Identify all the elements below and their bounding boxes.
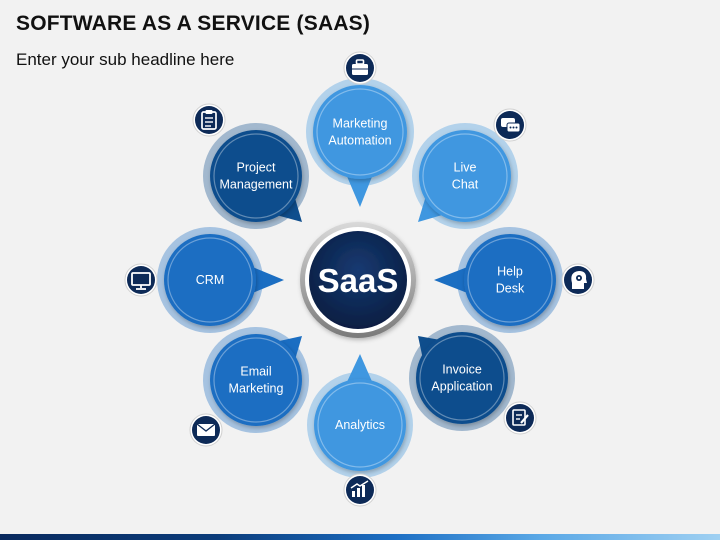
node-pointer xyxy=(345,172,374,207)
node-circle xyxy=(313,85,407,179)
node-label: Analytics xyxy=(335,418,385,432)
bar-chart-icon xyxy=(343,473,377,507)
node-circle xyxy=(210,130,302,222)
center-hub: SaaS xyxy=(300,222,416,338)
node-circle xyxy=(210,334,302,426)
node-label: Automation xyxy=(328,134,391,148)
node-label: Chat xyxy=(452,178,479,192)
node-label: Live xyxy=(454,161,477,175)
node-label: CRM xyxy=(196,273,224,287)
chat-bubbles-icon xyxy=(493,108,527,142)
node-circle xyxy=(164,234,256,326)
node-circle xyxy=(419,130,511,222)
bottom-accent-bar xyxy=(0,534,720,540)
node-circle xyxy=(314,379,406,471)
envelope-icon xyxy=(189,413,223,447)
briefcase-icon xyxy=(343,51,377,85)
page-subtitle: Enter your sub headline here xyxy=(16,50,235,69)
node-label: Project xyxy=(237,161,276,175)
node-crm: CRM xyxy=(124,227,284,333)
monitor-icon xyxy=(124,263,158,297)
head-gear-icon xyxy=(561,263,595,297)
node-label: Marketing xyxy=(333,117,388,131)
node-label: Application xyxy=(431,380,492,394)
center-label: SaaS xyxy=(318,262,399,299)
document-edit-icon xyxy=(503,401,537,435)
node-label: Invoice xyxy=(442,363,482,377)
node-analytics: Analytics xyxy=(307,354,413,507)
node-label: Help xyxy=(497,265,523,279)
node-label: Marketing xyxy=(229,382,284,396)
node-pointer xyxy=(345,354,374,386)
node-pointer xyxy=(250,266,284,294)
node-label: Management xyxy=(220,178,293,192)
node-label: Desk xyxy=(496,282,525,296)
node-label: Email xyxy=(240,365,271,379)
node-circle xyxy=(416,332,508,424)
node-pointer xyxy=(434,266,470,294)
clipboard-icon xyxy=(192,103,226,137)
page-title: SOFTWARE AS A SERVICE (SAAS) xyxy=(16,12,371,35)
node-circle xyxy=(464,234,556,326)
